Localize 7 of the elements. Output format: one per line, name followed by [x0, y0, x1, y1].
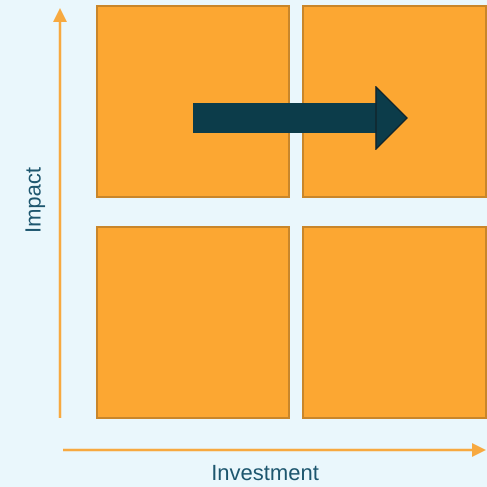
- quadrant-box: [302, 226, 487, 419]
- quadrant-box: [96, 5, 290, 198]
- axis-label: Impact: [20, 166, 46, 234]
- arrow: [193, 86, 408, 150]
- axis-label: Investment: [211, 459, 319, 487]
- quadrant-box: [302, 5, 487, 198]
- quadrant-box: [96, 226, 290, 419]
